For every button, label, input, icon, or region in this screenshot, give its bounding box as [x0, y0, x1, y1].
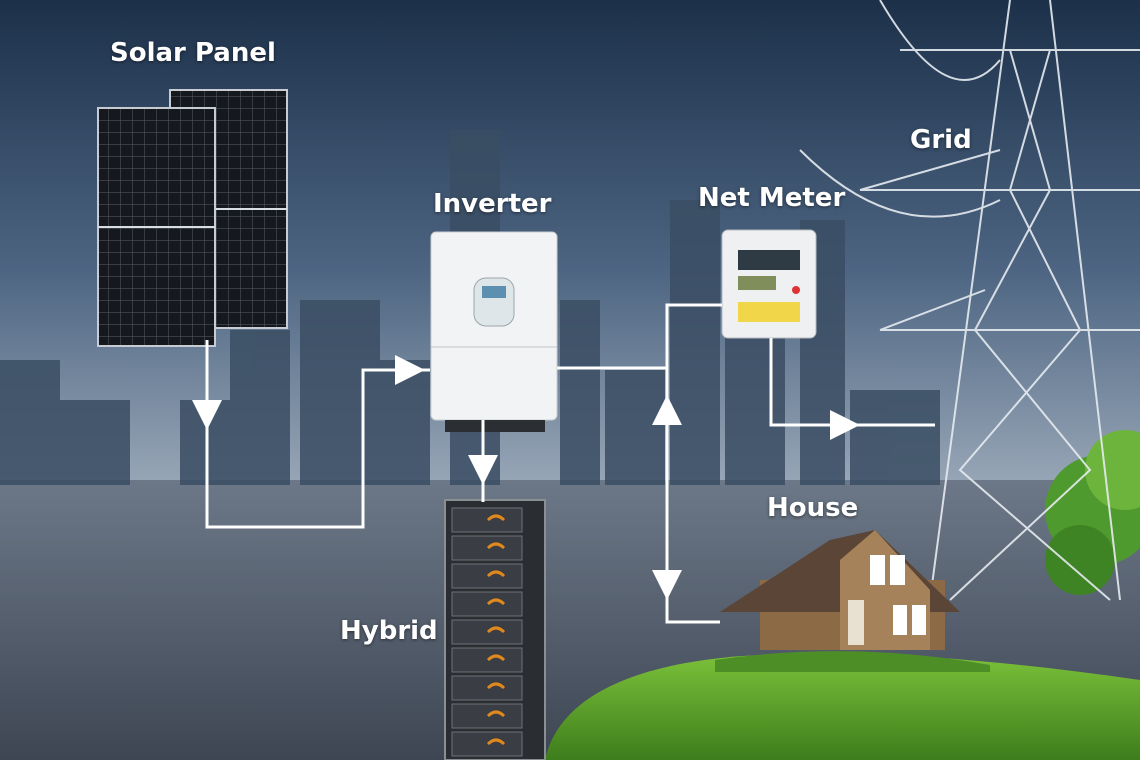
- house-graphic: [715, 530, 990, 672]
- grass-hill: [545, 653, 1140, 760]
- battery-handle: [486, 682, 506, 690]
- inverter-label: Inverter: [433, 189, 552, 219]
- battery-handle: [486, 514, 506, 522]
- solar-panel-graphic: [97, 89, 288, 347]
- battery-handle: [486, 542, 506, 550]
- battery-label: Hybrid: [340, 616, 438, 646]
- battery-module: [451, 731, 523, 757]
- tree: [1045, 430, 1140, 595]
- battery-module: [451, 703, 523, 729]
- battery-module: [451, 507, 523, 533]
- net-meter-label: Net Meter: [698, 183, 846, 213]
- battery-module: [451, 591, 523, 617]
- battery-handle: [486, 710, 506, 718]
- solar-panel-label: Solar Panel: [110, 38, 276, 68]
- battery-module: [451, 563, 523, 589]
- net-meter-graphic: [721, 229, 817, 339]
- battery-handle: [486, 626, 506, 634]
- flow-lines: [192, 303, 935, 624]
- battery-handle: [486, 738, 506, 746]
- battery-handle: [486, 598, 506, 606]
- battery-module: [451, 619, 523, 645]
- meter-house-bus-line: [665, 303, 722, 624]
- battery-handle: [486, 654, 506, 662]
- battery-module: [451, 675, 523, 701]
- inverter-graphic: [430, 231, 558, 432]
- battery-handle: [486, 570, 506, 578]
- battery-graphic: [444, 499, 546, 760]
- house-label: House: [767, 493, 859, 523]
- meter-to-grid-line: [769, 338, 935, 427]
- grid-label: Grid: [910, 125, 972, 155]
- battery-module: [451, 647, 523, 673]
- battery-module: [451, 535, 523, 561]
- grid-tower: [799, 0, 1140, 601]
